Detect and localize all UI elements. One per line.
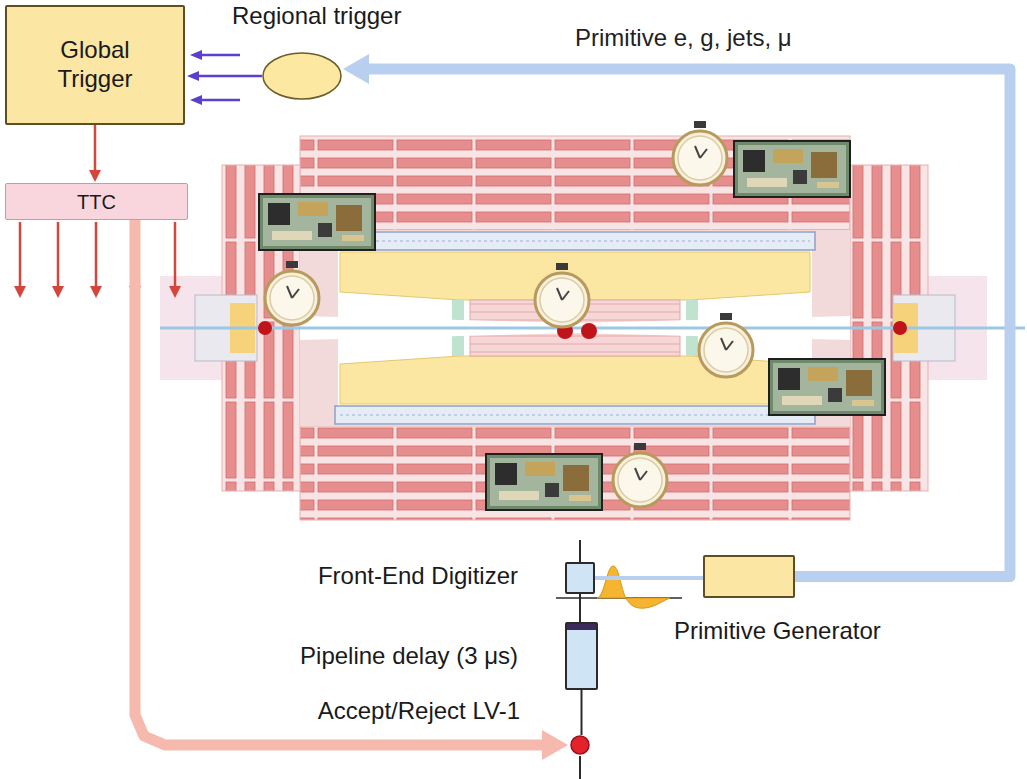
trigger-decision-arrow	[94, 125, 97, 170]
detector-body	[581, 323, 597, 339]
signal-pulse	[556, 540, 682, 779]
trigger-box: Global Trigger	[5, 5, 185, 125]
readout-line	[579, 594, 581, 622]
digitizer-link	[595, 576, 703, 580]
ttc-box: TTC	[5, 183, 188, 220]
node-label: Front-End Digitizer	[318, 562, 518, 591]
electronics-board	[734, 141, 850, 197]
clock-icon	[265, 261, 319, 325]
node-label: Global Trigger	[35, 36, 155, 94]
regional-trigger-ellipse-shape	[263, 53, 341, 99]
detector-body	[335, 406, 815, 424]
detector-body	[893, 321, 907, 335]
signal-pulse	[579, 756, 581, 779]
accept-reject-gate: Accept/Reject LV-1	[570, 735, 590, 755]
ttc-distribution-arrow	[57, 222, 60, 286]
ttc-distribution-arrow	[174, 222, 177, 286]
node-label: Regional trigger	[232, 2, 401, 31]
regional-trigger-ellipse: Regional trigger	[262, 52, 342, 100]
edge-label: Primitive e, g, jets, μ	[575, 24, 792, 53]
clock-icon	[613, 443, 667, 507]
signal-pulse	[626, 598, 670, 608]
pipeline-buffer: Pipeline delay (3 μs)	[565, 622, 598, 690]
signal-pulse	[597, 566, 626, 598]
digitizer-box: Front-End Digitizer	[565, 562, 595, 594]
node-label: Accept/Reject LV-1	[318, 697, 520, 726]
regional-input-arrow	[202, 54, 240, 57]
detector-body	[160, 136, 1025, 520]
clock-icon	[265, 121, 753, 507]
trigger-input-arrow	[199, 75, 262, 78]
ttc-distribution-arrow	[20, 222, 175, 286]
clock-icon	[699, 313, 753, 377]
clock-icon	[535, 263, 589, 327]
clock-icon	[673, 121, 727, 185]
detector-body	[300, 426, 850, 520]
electronics-board	[486, 454, 602, 510]
readout-line	[581, 690, 583, 735]
node-label: Pipeline delay (3 μs)	[300, 642, 518, 671]
detector-body	[300, 136, 850, 230]
detector-body	[335, 232, 815, 250]
ttc-distribution-arrow	[95, 222, 98, 286]
node-label: Primitive Generator	[674, 617, 881, 646]
signal-pulse	[579, 540, 581, 562]
accept-reject-gate-shape	[571, 736, 589, 754]
accept-reject-gate-outline	[570, 735, 590, 755]
electronics-board	[769, 359, 885, 415]
detector-body	[340, 415, 810, 416]
regional-input-arrow	[202, 55, 240, 100]
primitive-flow-arrow	[369, 69, 1010, 577]
primitive-generator-box: Primitive Generator	[703, 555, 795, 598]
node-label: TTC	[77, 190, 116, 214]
pipeline-top-bar	[567, 624, 596, 630]
ttc-distribution-arrow	[19, 222, 22, 286]
electronics-board	[259, 141, 885, 510]
electronics-board	[259, 194, 375, 250]
level1-decision-arrow	[135, 220, 542, 745]
regional-trigger-ellipse-outline	[262, 52, 342, 100]
regional-input-arrow	[202, 99, 240, 102]
detector-body	[258, 321, 272, 335]
detector-body	[340, 241, 810, 242]
